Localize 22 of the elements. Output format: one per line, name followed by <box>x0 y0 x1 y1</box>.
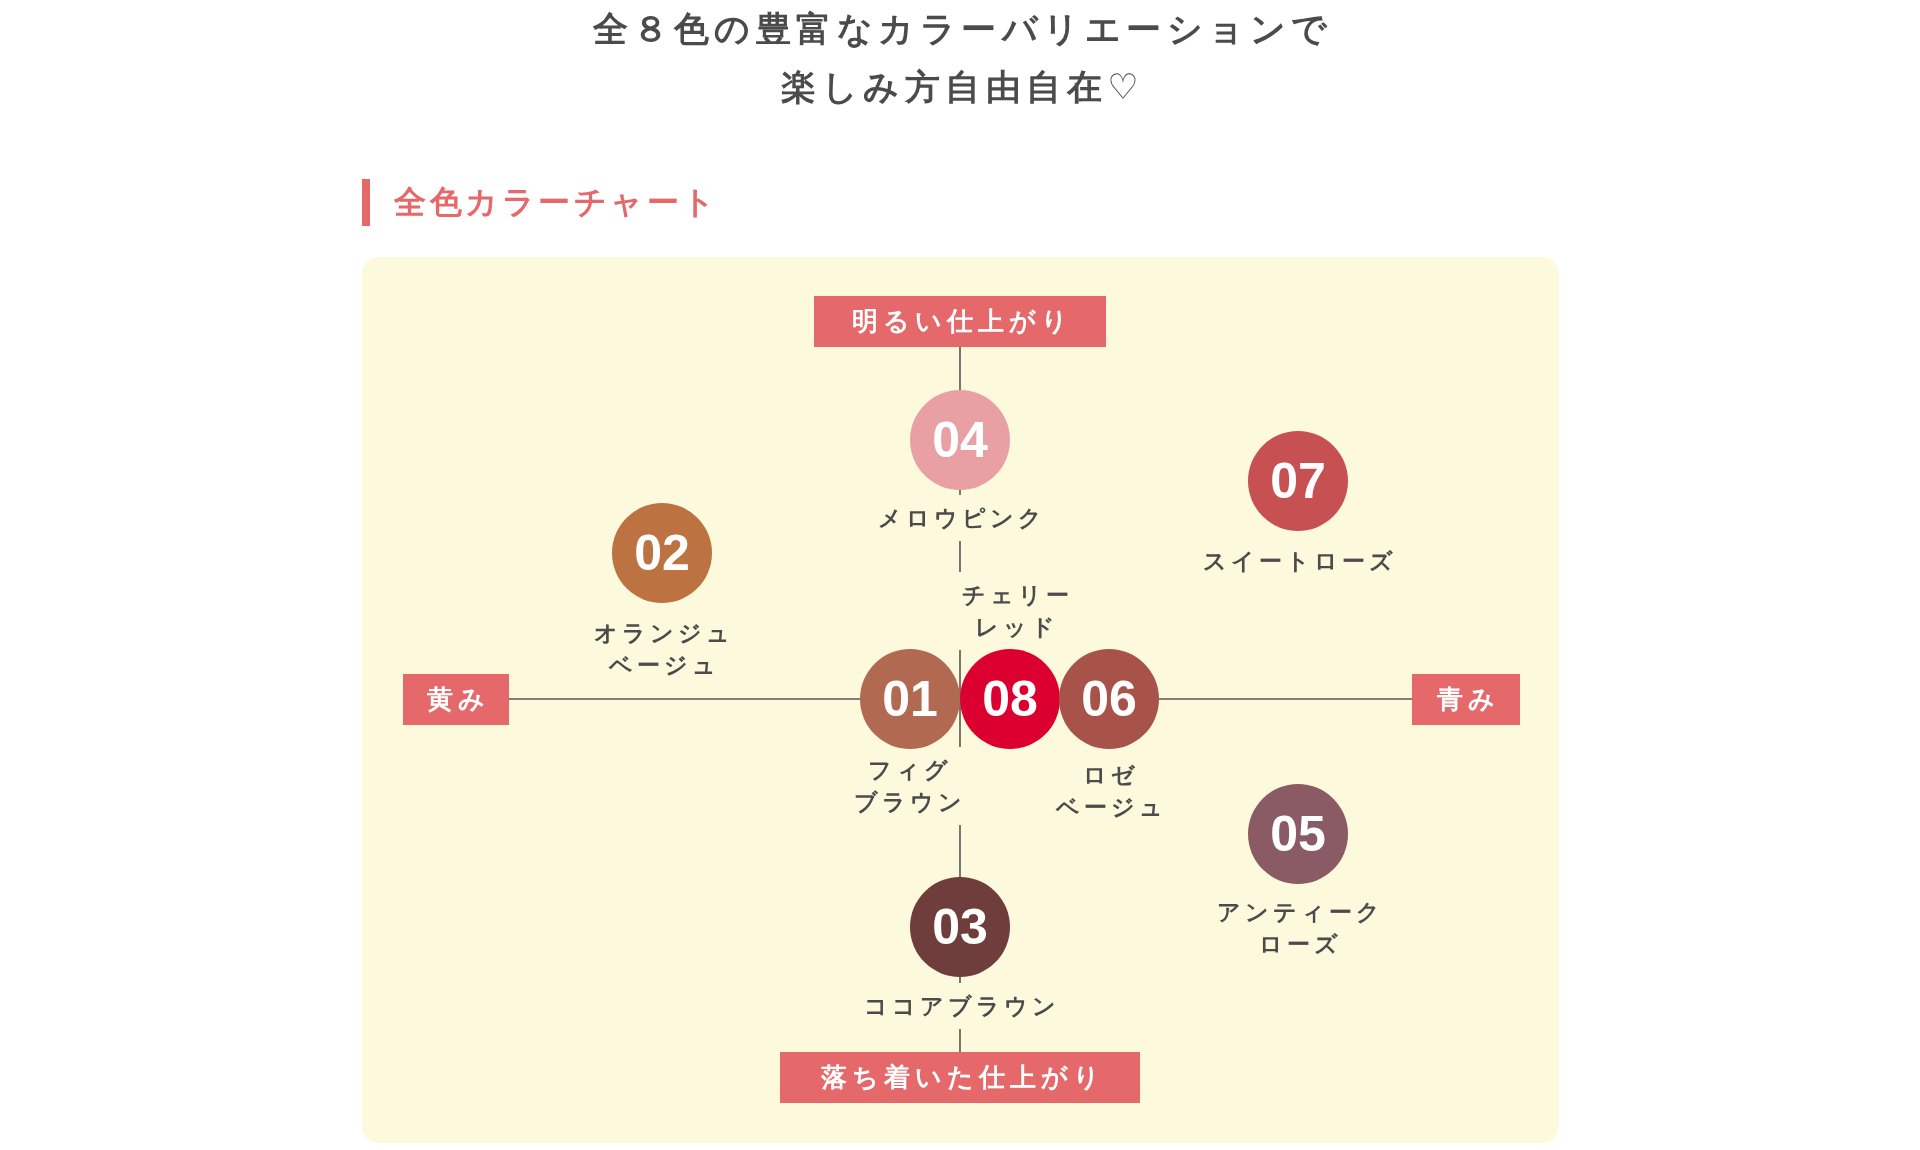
shade-name: オランジュベージュ <box>593 619 734 680</box>
section-heading: 全色カラーチャート <box>362 179 719 226</box>
shade-name: スイートローズ <box>1202 547 1397 576</box>
axis-label: 青み <box>1412 674 1520 725</box>
shade-name: チェリーレッド <box>960 581 1073 642</box>
shade-number: 01 <box>882 674 938 724</box>
axis-label: 明るい仕上がり <box>814 296 1106 347</box>
shade-number: 06 <box>1081 674 1137 724</box>
shade-number: 05 <box>1270 809 1326 859</box>
shade-name: ロゼベージュ <box>1054 761 1167 822</box>
shade-number: 08 <box>982 674 1038 724</box>
shade-number: 02 <box>634 528 690 578</box>
shade-name: フィグブラウン <box>853 756 966 817</box>
shade-name: アンティークローズ <box>1215 898 1384 959</box>
shade-number: 07 <box>1270 456 1326 506</box>
shade-number: 03 <box>932 902 988 952</box>
shade-name: ココアブラウン <box>863 992 1060 1021</box>
shade-number: 04 <box>932 415 988 465</box>
axis-label: 黄み <box>403 674 509 725</box>
axis-label: 落ち着いた仕上がり <box>780 1052 1140 1103</box>
shade-name: メロウピンク <box>877 504 1046 533</box>
page-title: 全８色の豊富なカラーバリエーションで楽しみ方自由自在♡ <box>591 8 1333 108</box>
